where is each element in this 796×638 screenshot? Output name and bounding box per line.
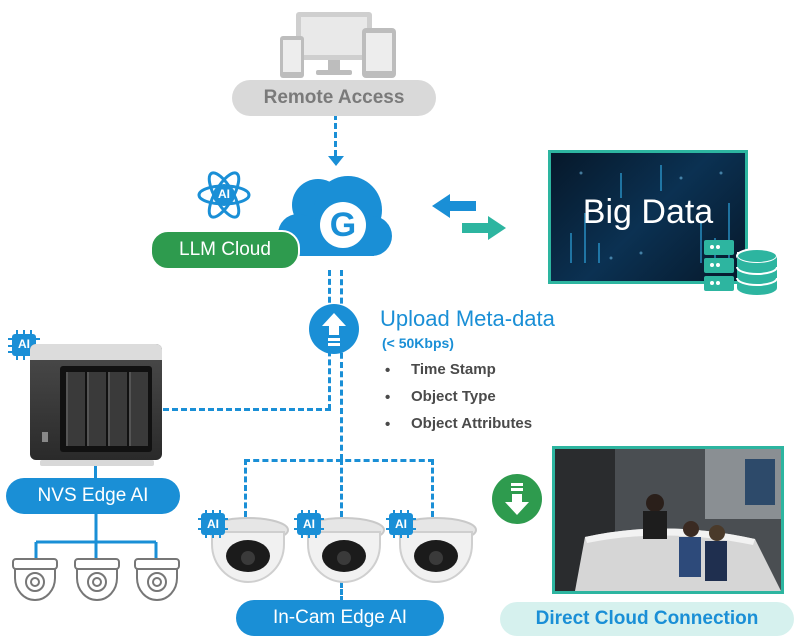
upload-title: Upload Meta-data bbox=[380, 306, 555, 331]
cloud-icon: G bbox=[276, 170, 396, 270]
connector-cloud-right bbox=[340, 270, 343, 460]
arrow-down-icon bbox=[328, 156, 344, 166]
ai-camera-2: AI bbox=[294, 510, 386, 590]
list-item: •Object Attributes bbox=[385, 415, 533, 433]
llm-cloud-label: LLM Cloud bbox=[150, 230, 300, 270]
list-item: •Time Stamp bbox=[385, 361, 496, 379]
connector-remote-to-cloud bbox=[334, 114, 337, 156]
dome-camera-icon bbox=[132, 556, 182, 606]
cloud-logo: G bbox=[320, 202, 366, 248]
dome-camera-icon bbox=[72, 556, 122, 606]
ai-camera-1: AI bbox=[198, 510, 290, 590]
download-icon bbox=[492, 474, 542, 524]
direct-cloud-label: Direct Cloud Connection bbox=[500, 602, 794, 636]
exchange-arrows-icon bbox=[432, 194, 506, 240]
nvs-device bbox=[30, 344, 162, 460]
ai-atom-icon: AI bbox=[196, 170, 252, 220]
connector-cam-1 bbox=[244, 459, 247, 517]
devices-icon bbox=[276, 10, 400, 82]
live-video-frame bbox=[552, 446, 784, 594]
connector-cam-3 bbox=[431, 459, 434, 517]
nvs-stand bbox=[40, 460, 154, 466]
big-data-panel: Big Data bbox=[548, 150, 748, 284]
list-item: •Object Type bbox=[385, 388, 496, 406]
nvs-edge-ai-label: NVS Edge AI bbox=[6, 478, 180, 514]
ai-atom-label: AI bbox=[218, 187, 230, 201]
connector-nvs-horizontal bbox=[163, 408, 331, 411]
nvs-camera-tree bbox=[30, 514, 164, 562]
in-cam-edge-ai-label: In-Cam Edge AI bbox=[236, 600, 444, 636]
connector-cam-horizontal bbox=[244, 459, 434, 462]
connector-nvs-to-label bbox=[94, 466, 97, 480]
upload-icon bbox=[309, 304, 359, 354]
database-icon bbox=[704, 238, 780, 298]
upload-rate: (< 50Kbps) bbox=[382, 335, 454, 351]
big-data-title: Big Data bbox=[582, 193, 714, 231]
remote-access-label: Remote Access bbox=[232, 80, 436, 116]
metadata-list: •Time Stamp •Object Type •Object Attribu… bbox=[385, 361, 532, 442]
dome-camera-icon bbox=[10, 556, 60, 606]
connector-cam-to-label bbox=[340, 582, 343, 602]
connector-cam-2 bbox=[340, 459, 343, 517]
ai-camera-3: AI bbox=[386, 510, 478, 590]
